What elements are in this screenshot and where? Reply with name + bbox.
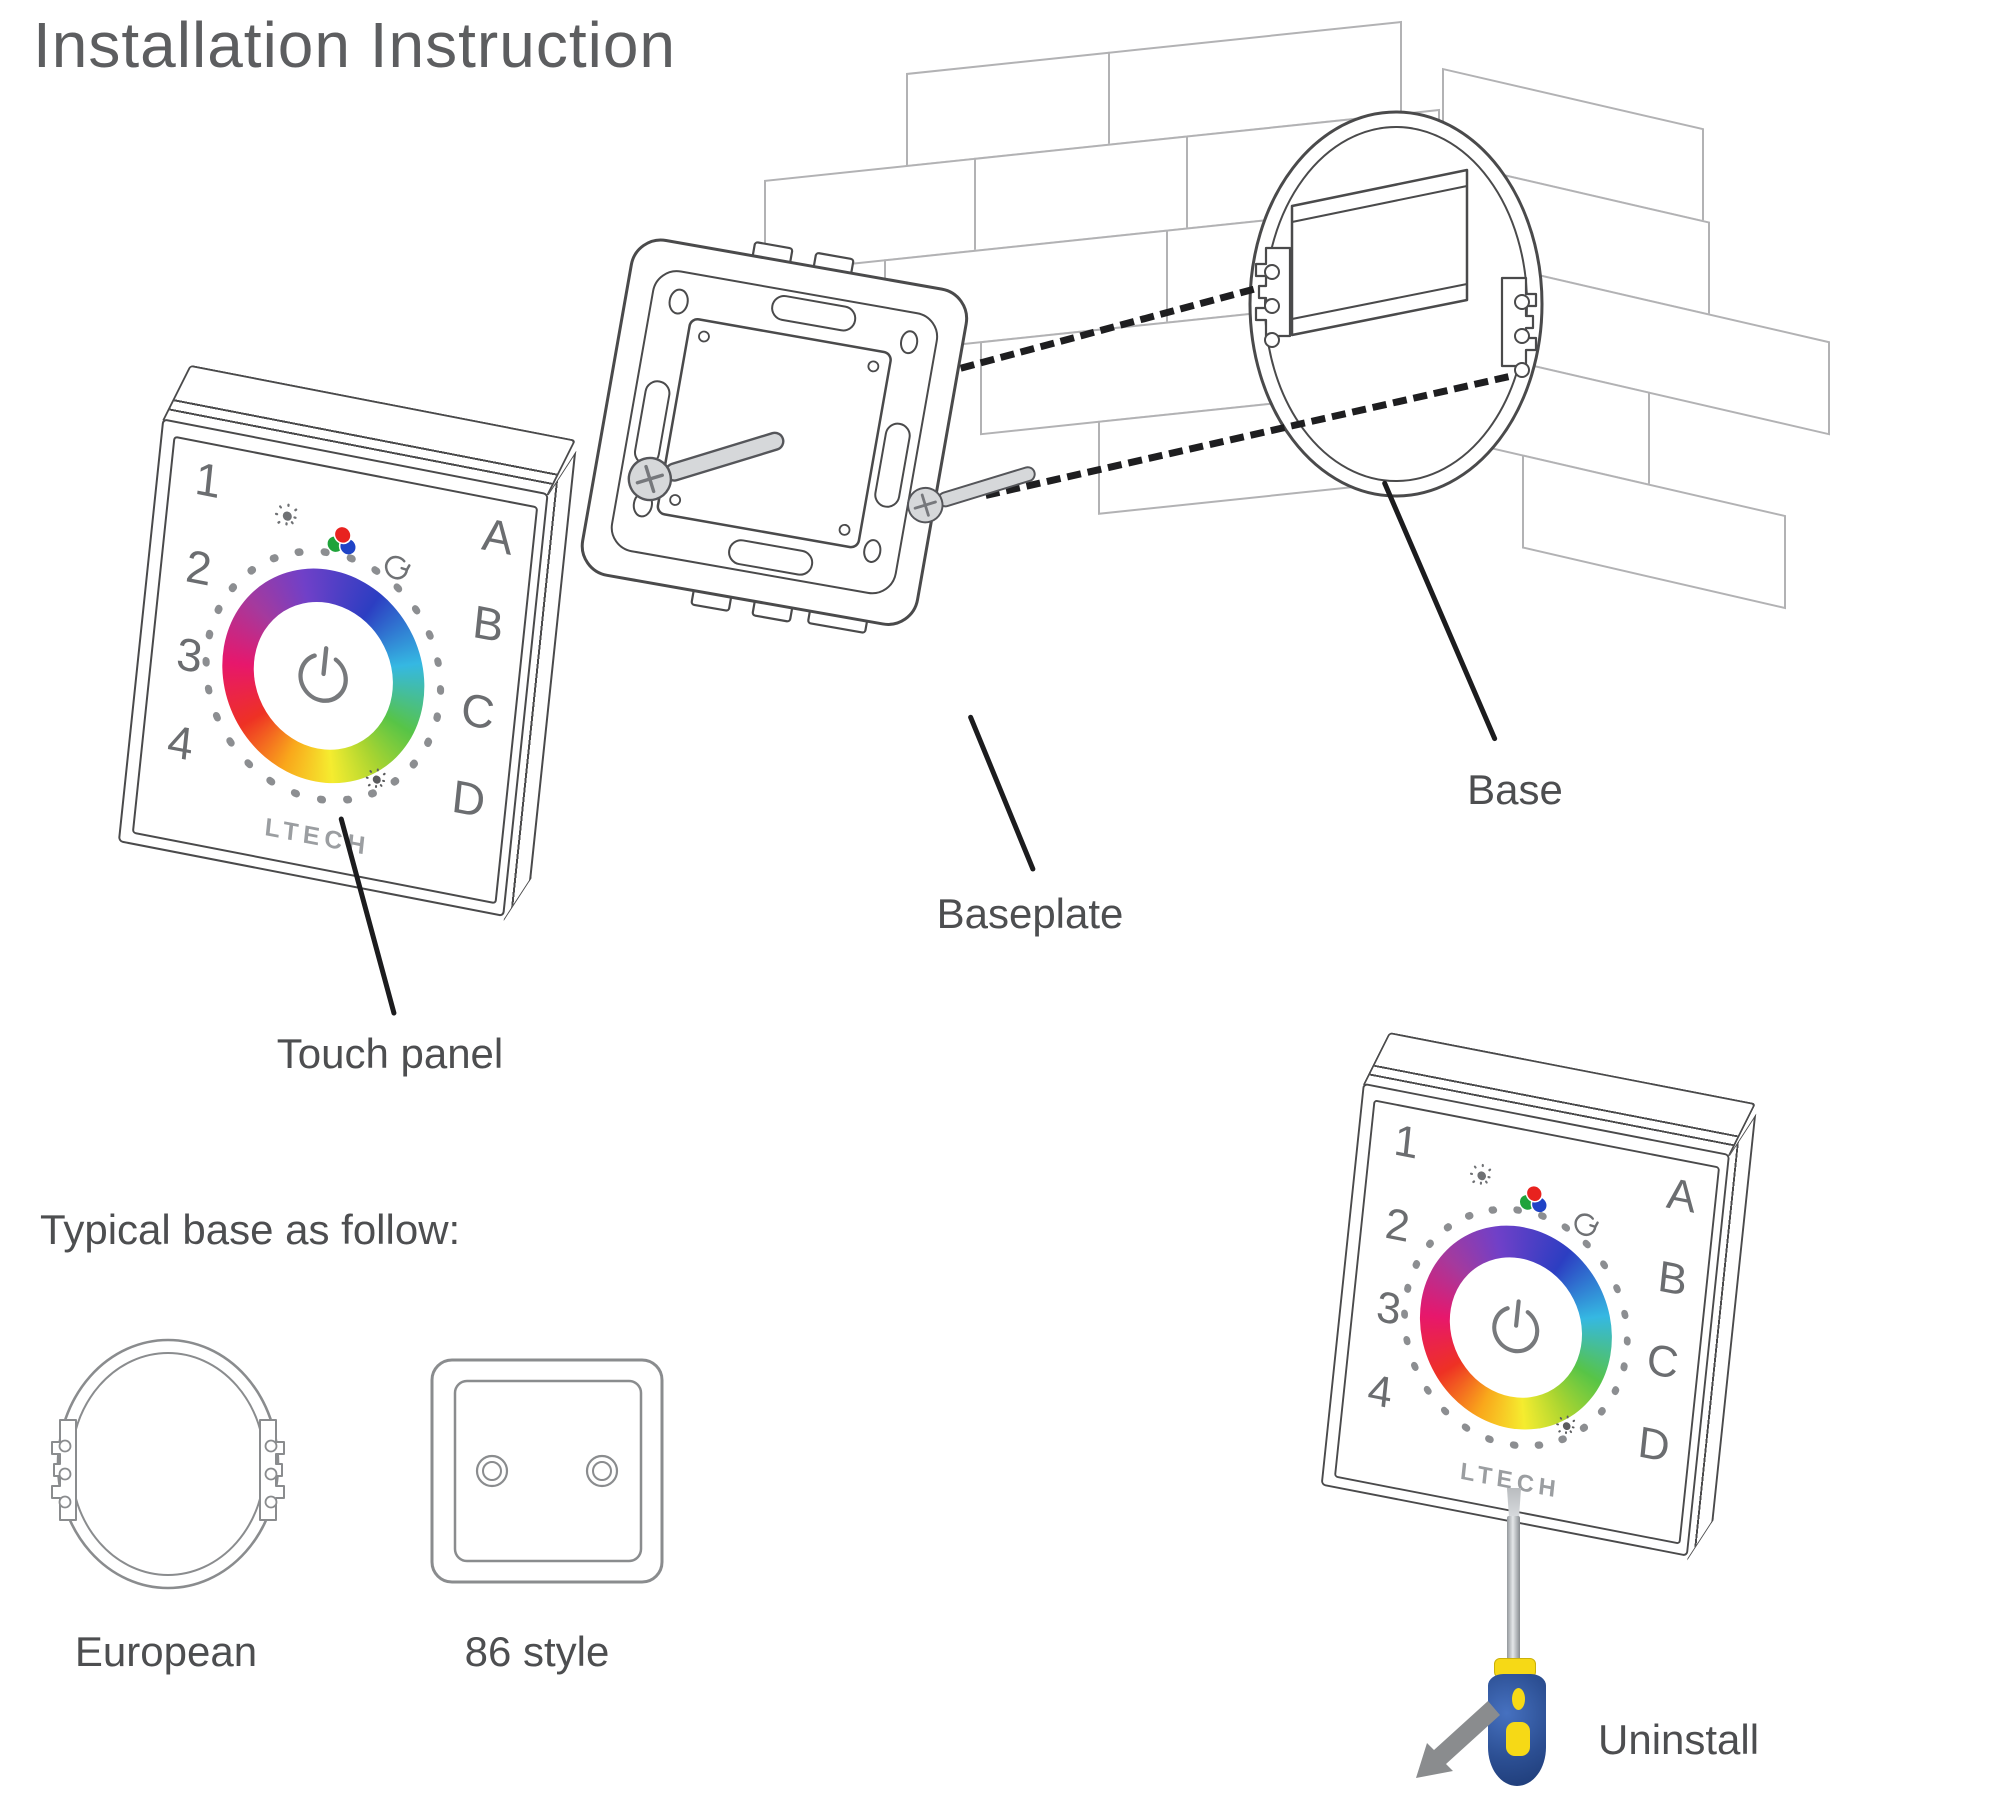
uninstall-label: Uninstall	[1598, 1716, 1760, 1763]
zone-key-4: 4	[165, 714, 196, 771]
european-inner-ring	[70, 1352, 266, 1576]
rgb-color-icon	[1518, 1184, 1548, 1214]
touch-panel-illustration: 1 2 3 4 A B C D	[117, 364, 577, 921]
baseplate-hole	[668, 288, 689, 315]
screwdriver-shaft	[1507, 1516, 1520, 1662]
screwdriver-handle-accent	[1506, 1722, 1530, 1756]
color-wheel	[1401, 1205, 1631, 1450]
power-icon	[298, 646, 348, 703]
screw-icon	[627, 431, 785, 502]
color-wheel	[202, 547, 445, 805]
panel-glass-face: 1 2 3 4 A B C D	[131, 435, 539, 905]
scene-key-a: A	[1664, 1167, 1699, 1223]
base-recess-ledge-top	[1291, 185, 1468, 223]
style-86-inner	[453, 1379, 643, 1563]
zone-key-1: 1	[1391, 1114, 1421, 1169]
brightness-icon	[1469, 1163, 1494, 1188]
brightness-icon	[274, 503, 300, 529]
touch-panel-label: Touch panel	[276, 1030, 504, 1077]
baseplate-slot-right	[874, 422, 911, 508]
screw-shaft	[937, 466, 1036, 508]
scene-key-a: A	[479, 507, 516, 565]
european-tab-hole	[264, 1439, 278, 1453]
style-86-screw-hole	[482, 1461, 502, 1481]
baseplate-corner-notch	[669, 494, 682, 506]
screw-cross	[913, 493, 937, 517]
dim-brightness-icon	[1556, 1415, 1578, 1437]
baseplate-corner-notch	[698, 330, 710, 343]
base-left-tab-hole	[1264, 332, 1280, 348]
dimmer-dots	[202, 547, 445, 805]
screw-shaft	[664, 431, 785, 482]
base-label: Base	[1467, 766, 1563, 813]
base-right-tab-hole	[1514, 294, 1530, 310]
european-tab-hole	[58, 1439, 72, 1453]
base-right-tab-hole	[1514, 328, 1530, 344]
scene-key-b: B	[1655, 1250, 1690, 1306]
base-illustration	[1248, 110, 1544, 498]
touch-panel-illustration-uninstall: 1 2 3 4 A B C D	[1320, 1032, 1757, 1561]
zone-key-4: 4	[1365, 1363, 1395, 1418]
typical-base-label: Typical base as follow:	[40, 1206, 461, 1253]
power-icon	[1492, 1299, 1540, 1354]
style-86-label: 86 style	[464, 1628, 610, 1675]
european-base-icon	[51, 1338, 285, 1590]
european-label: European	[74, 1628, 258, 1675]
scene-key-c: C	[1644, 1333, 1681, 1389]
european-tab-hole	[58, 1467, 72, 1481]
style-86-base-icon	[430, 1358, 664, 1584]
baseplate-label: Baseplate	[936, 890, 1124, 937]
european-tab-hole	[264, 1467, 278, 1481]
screw-cross	[635, 464, 664, 494]
style-86-screw-hole	[592, 1461, 612, 1481]
baseplate-hole	[899, 330, 919, 355]
color-cycle-icon	[384, 555, 411, 580]
screwdriver-tip	[1506, 1488, 1522, 1520]
screw-icon	[907, 466, 1036, 524]
rgb-color-icon	[326, 525, 358, 556]
panel-glass-face: 1 2 3 4 A B C D	[1333, 1099, 1721, 1545]
european-tab-hole	[264, 1495, 278, 1509]
baseplate-corner-notch	[867, 360, 880, 373]
european-tab-hole	[58, 1495, 72, 1509]
screwdriver-handle-accent	[1512, 1688, 1525, 1710]
baseplate-slot-bottom	[728, 539, 814, 576]
zone-key-1: 1	[192, 451, 224, 509]
scene-key-b: B	[470, 594, 507, 653]
base-recess-ledge-bottom	[1291, 283, 1468, 320]
page-title: Installation Instruction	[33, 9, 676, 81]
color-cycle-icon	[1574, 1213, 1599, 1237]
base-right-tab-hole	[1514, 362, 1530, 378]
base-left-tab-hole	[1264, 264, 1280, 280]
uninstall-arrow-icon	[1416, 1701, 1500, 1778]
baseplate-hole	[863, 539, 882, 563]
baseplate-slot-top	[771, 295, 857, 332]
dim-brightness-icon	[365, 768, 388, 791]
dimmer-dots	[1401, 1205, 1631, 1450]
baseplate-corner-notch	[838, 523, 851, 536]
scene-key-c: C	[458, 681, 497, 741]
base-left-tab-hole	[1264, 298, 1280, 314]
